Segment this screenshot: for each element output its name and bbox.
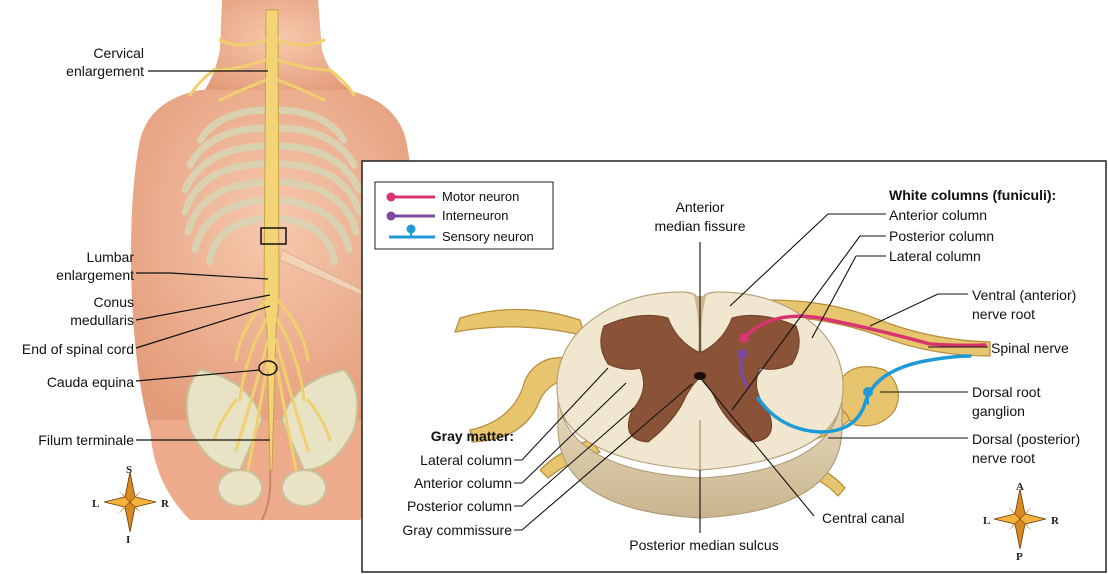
label-gray-matter-heading: Gray matter:: [430, 428, 514, 444]
rib-cage: [181, 106, 363, 266]
label-filum-terminale: Filum terminale: [38, 432, 134, 448]
spinal-cord: [263, 9, 280, 471]
neuron-pathways: [737, 314, 987, 434]
label-ventral-root-2: nerve root: [972, 306, 1036, 322]
label-cervical-1: Cervical: [93, 45, 144, 61]
left-dorsal-root: [469, 356, 586, 443]
label-conus-1: Conus: [93, 294, 134, 310]
label-spinal-nerve: Spinal nerve: [991, 340, 1069, 356]
label-cervical-2: enlargement: [66, 63, 144, 79]
legend-label-inter: Interneuron: [442, 208, 509, 223]
sensory-neuron-body: [863, 387, 873, 397]
left-ventral-root: [454, 308, 586, 337]
body-compass-rose: [103, 471, 157, 533]
section-compass-l: L: [983, 515, 991, 527]
label-posterior-median-sulcus: Posterior median sulcus: [629, 537, 779, 553]
label-dorsal-root-1: Dorsal (posterior): [972, 431, 1081, 447]
label-conus-2: medullaris: [70, 312, 134, 328]
legend-dot-sensory: [406, 224, 416, 234]
body-compass-r: R: [161, 498, 169, 510]
body-compass-i: I: [126, 534, 131, 546]
body-leader-lines: [135, 70, 271, 441]
zoom-box: [260, 227, 287, 245]
back-view-illustration: [131, 0, 415, 521]
label-gray-anterior: Anterior column: [413, 475, 512, 491]
motor-neuron-path: [742, 314, 987, 348]
sensory-neuron-path: [756, 354, 972, 434]
label-end-of-cord: End of spinal cord: [21, 341, 134, 357]
label-cauda-equina: Cauda equina: [46, 374, 134, 390]
label-gray-commissure: Gray commissure: [402, 522, 512, 538]
legend-label-sensory: Sensory neuron: [442, 229, 534, 244]
neuron-legend: [374, 181, 554, 250]
body-compass-s: S: [126, 464, 133, 476]
legend-dot-inter: [386, 211, 396, 221]
section-compass-p: P: [1016, 551, 1023, 563]
legend-label-motor: Motor neuron: [442, 189, 520, 204]
label-gray-posterior: Posterior column: [406, 498, 512, 514]
pelvis: [185, 368, 359, 507]
label-fissure-1: Anterior: [675, 199, 725, 215]
neck: [200, 0, 360, 96]
label-central-canal: Central canal: [822, 510, 905, 526]
central-canal-hole: [694, 372, 706, 380]
label-drg-1: Dorsal root: [972, 384, 1041, 400]
label-white-posterior: Posterior column: [889, 228, 995, 244]
motor-neuron-body: [739, 333, 749, 343]
spinal-nerves: [188, 38, 356, 472]
label-drg-2: ganglion: [972, 403, 1025, 419]
interneuron-body: [737, 349, 747, 359]
section-compass-rose: [993, 488, 1047, 550]
body-compass-l: L: [92, 498, 100, 510]
label-lumbar-2: enlargement: [56, 267, 134, 283]
label-gray-lateral: Lateral column: [420, 452, 512, 468]
label-white-anterior: Anterior column: [889, 207, 988, 223]
section-compass-r: R: [1051, 515, 1059, 527]
cauda-marker: [258, 360, 278, 376]
label-white-lateral: Lateral column: [889, 248, 981, 264]
section-compass-a: A: [1016, 481, 1024, 493]
label-white-columns-heading: White columns (funiculi):: [889, 187, 1057, 203]
label-fissure-2: median fissure: [654, 218, 746, 234]
label-lumbar-1: Lumbar: [86, 249, 134, 265]
section-leader-lines: [514, 213, 988, 533]
legend-dot-motor: [386, 192, 396, 202]
label-ventral-root-1: Ventral (anterior): [972, 287, 1077, 303]
label-dorsal-root-2: nerve root: [972, 450, 1036, 466]
